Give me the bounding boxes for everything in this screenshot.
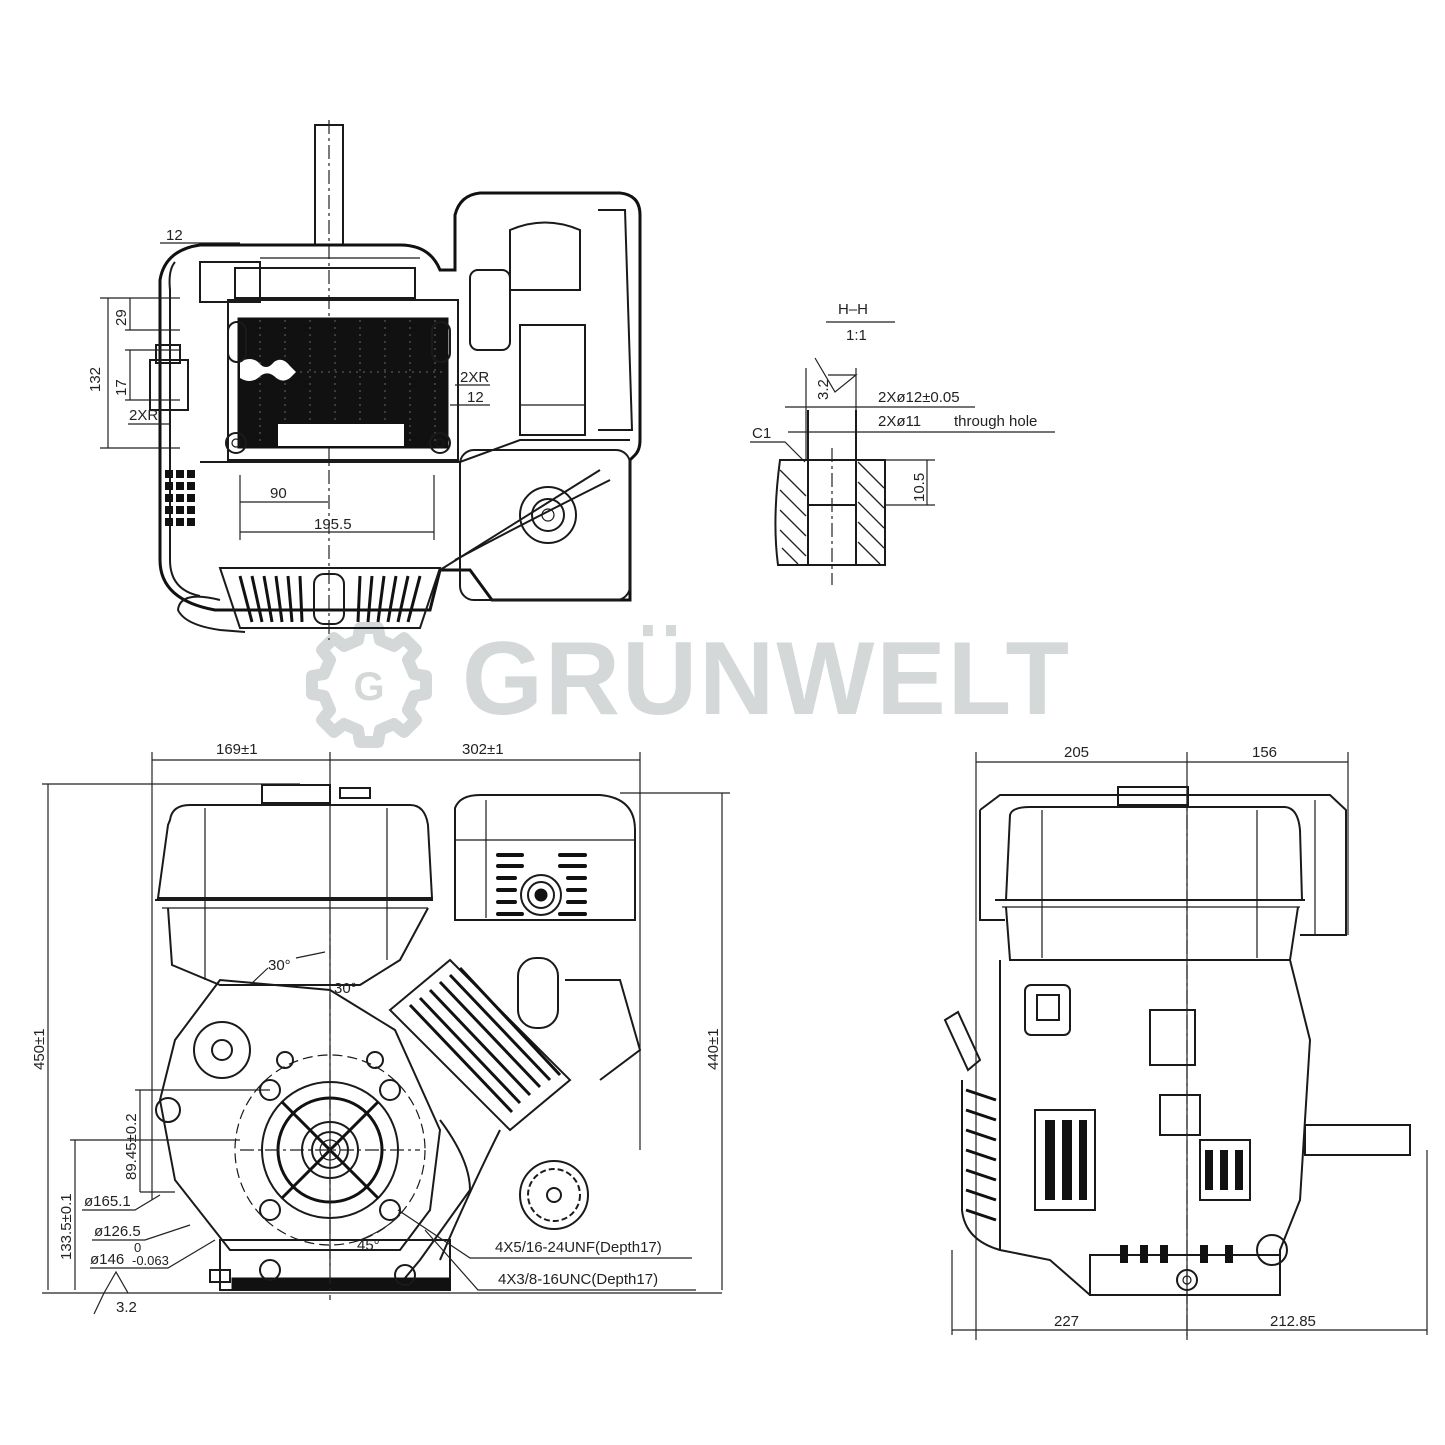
watermark-text: GRÜNWELT <box>462 621 1071 737</box>
dim-17: 17 <box>113 379 130 396</box>
angle-30-left: 30° <box>268 957 291 974</box>
dim-90: 90 <box>270 485 287 502</box>
dim-right-12: 12 <box>467 389 484 406</box>
dim-pcd-165: ø165.1 <box>84 1193 131 1210</box>
dim-195-5: 195.5 <box>314 516 352 533</box>
front-view: 169±1 302±1 450±1 440±1 <box>31 741 730 1316</box>
dim-29: 29 <box>113 309 130 326</box>
dim-227: 227 <box>1054 1313 1079 1330</box>
dim-top-12: 12 <box>166 227 183 244</box>
gear-logo-icon: G <box>306 622 432 748</box>
section-view-hh: H–H 1:1 3.2 2Xø12±0.05 2Xø11 through hol… <box>750 301 1055 585</box>
section-scale: 1:1 <box>846 327 867 344</box>
chamfer-label: C1 <box>752 425 771 442</box>
brand-watermark: G GRÜNWELT <box>306 621 1071 748</box>
front-roughness: 3.2 <box>116 1299 137 1316</box>
pilot-tol-upper: 0 <box>134 1240 141 1255</box>
dim-133-5: 133.5±0.1 <box>58 1193 75 1260</box>
dim-205: 205 <box>1064 744 1089 761</box>
top-view: 12 29 132 17 2XR 2XR 12 90 195.5 <box>87 120 642 640</box>
logo-letter: G <box>353 665 384 709</box>
dim-2xr-right: 2XR <box>460 369 489 386</box>
pilot-tol-lower: -0.063 <box>132 1253 169 1268</box>
hole-fit-label: 2Xø12±0.05 <box>878 389 960 406</box>
section-title: H–H <box>838 301 868 318</box>
through-hole-note: through hole <box>954 413 1037 430</box>
dim-156: 156 <box>1252 744 1277 761</box>
dim-89-45: 89.45±0.2 <box>123 1113 140 1180</box>
side-view: 205 156 <box>943 744 1428 1340</box>
dim-302: 302±1 <box>462 741 504 758</box>
dim-212-85: 212.85 <box>1270 1313 1316 1330</box>
thread-unc-label: 4X3/8-16UNC(Depth17) <box>498 1271 658 1288</box>
dim-169: 169±1 <box>216 741 258 758</box>
angle-45: 45° <box>357 1237 380 1254</box>
dim-132: 132 <box>87 367 104 392</box>
angle-30-right: 30° <box>334 980 357 997</box>
dim-pilot-146: ø146 <box>90 1251 124 1268</box>
through-hole-label: 2Xø11 <box>878 413 921 430</box>
dim-pcd-126: ø126.5 <box>94 1223 141 1240</box>
section-roughness: 3.2 <box>815 379 832 400</box>
dim-440: 440±1 <box>705 1028 722 1070</box>
dim-2xr-left: 2XR <box>129 407 158 424</box>
thread-unf-label: 4X5/16-24UNF(Depth17) <box>495 1239 662 1256</box>
dim-450: 450±1 <box>31 1028 48 1070</box>
depth-label: 10.5 <box>911 473 928 502</box>
